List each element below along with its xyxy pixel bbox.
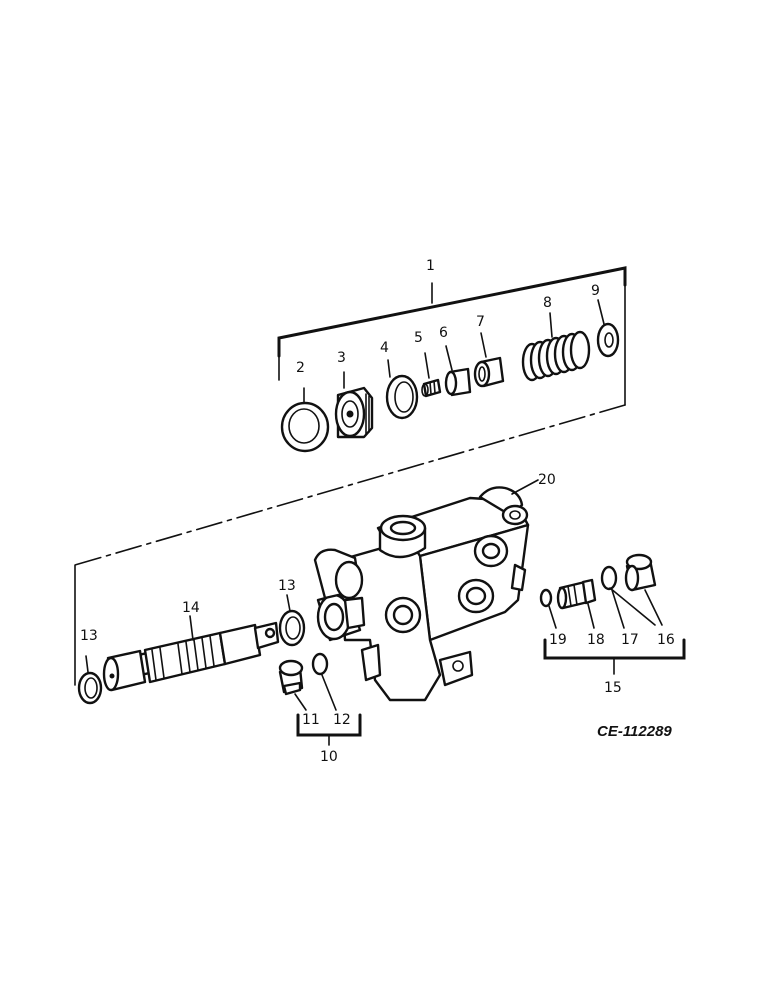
callout-6: 6 xyxy=(439,325,448,341)
callout-9: 9 xyxy=(591,283,600,299)
kit-10-bracket xyxy=(296,713,362,746)
callout-12: 12 xyxy=(333,712,351,728)
callout-14: 14 xyxy=(182,600,200,616)
callout-11: 11 xyxy=(302,712,320,728)
part-13-ring-left xyxy=(77,655,103,705)
callout-1: 1 xyxy=(426,258,435,274)
callout-17: 17 xyxy=(621,632,639,648)
part-12-o-ring xyxy=(311,652,337,711)
part-4-ring xyxy=(385,359,419,420)
part-20-valve-body xyxy=(313,479,539,702)
part-7-seat xyxy=(473,332,505,388)
callout-5: 5 xyxy=(414,330,423,346)
kit-15-bracket xyxy=(543,638,686,675)
callout-10: 10 xyxy=(320,749,338,765)
callout-15: 15 xyxy=(604,680,622,696)
callout-8: 8 xyxy=(543,295,552,311)
part-14-spool xyxy=(102,615,280,692)
part-2-cap xyxy=(280,387,330,453)
reference-code: CE-112289 xyxy=(597,723,672,740)
callout-2: 2 xyxy=(296,360,305,376)
callout-7: 7 xyxy=(476,314,485,330)
callout-20: 20 xyxy=(538,472,556,488)
callout-19: 19 xyxy=(549,632,567,648)
part-19-o-ring xyxy=(539,588,557,629)
callout-18: 18 xyxy=(587,632,605,648)
part-18-poppet xyxy=(556,578,597,629)
callout-16: 16 xyxy=(657,632,675,648)
part-8-spring xyxy=(521,312,591,382)
callout-13-left: 13 xyxy=(80,628,98,644)
part-11-plug xyxy=(278,659,307,711)
part-3-threaded-plug xyxy=(334,371,374,439)
callout-13-right: 13 xyxy=(278,578,296,594)
callouts: 1 2 3 4 5 6 7 8 9 20 13 14 13 11 12 10 1… xyxy=(80,258,675,765)
part-13-ring-right xyxy=(278,594,306,647)
part-17-ring xyxy=(600,565,625,629)
part-9-washer xyxy=(596,299,620,358)
part-16-plug xyxy=(609,553,663,626)
kit-1-bracket xyxy=(74,266,627,686)
part-5-poppet xyxy=(421,352,442,398)
callout-3: 3 xyxy=(337,350,346,366)
part-6-sleeve xyxy=(444,345,472,397)
callout-4: 4 xyxy=(380,340,389,356)
